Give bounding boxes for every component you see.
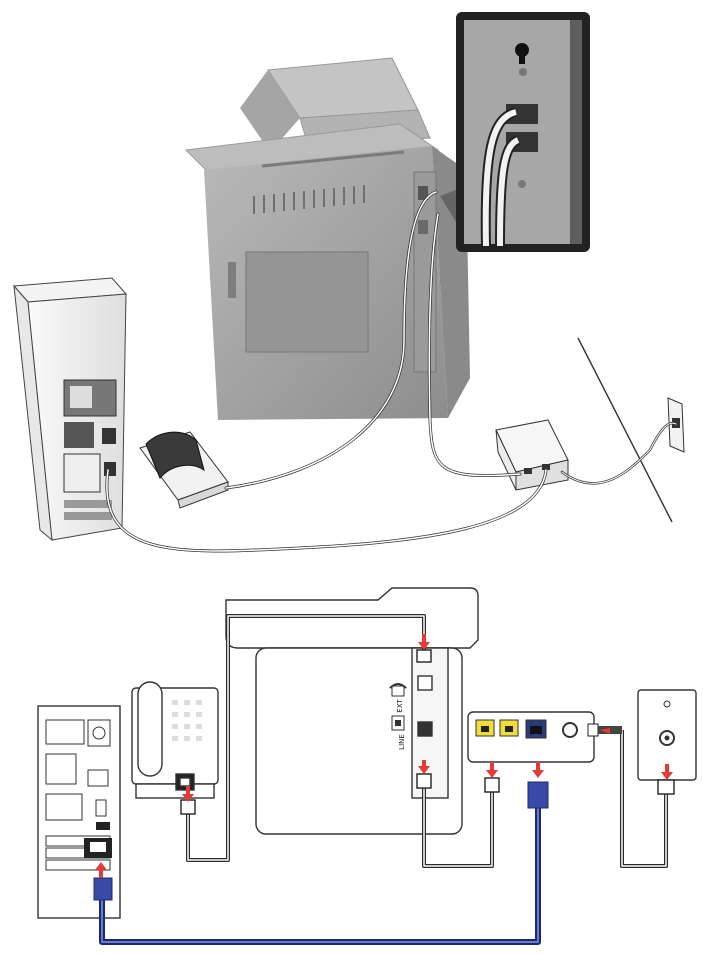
telephone-schematic <box>132 682 218 798</box>
coax-port <box>563 723 577 737</box>
top-illustration <box>14 12 684 551</box>
line-port-label: LINE <box>398 734 406 750</box>
telephone <box>140 432 228 508</box>
line-jack-icon <box>392 716 404 730</box>
line-splitter <box>496 420 568 490</box>
dsl-modem <box>468 712 594 762</box>
telephone-icon <box>390 684 406 696</box>
printer-rear-door <box>246 252 368 352</box>
printer-schematic <box>226 588 478 834</box>
printer-rear-view <box>186 58 470 420</box>
port-zoom-callout <box>440 12 590 252</box>
bottom-schematic: EXT LINE <box>38 588 696 942</box>
ext-port-label: EXT <box>396 699 404 713</box>
wall-corner <box>578 338 672 522</box>
